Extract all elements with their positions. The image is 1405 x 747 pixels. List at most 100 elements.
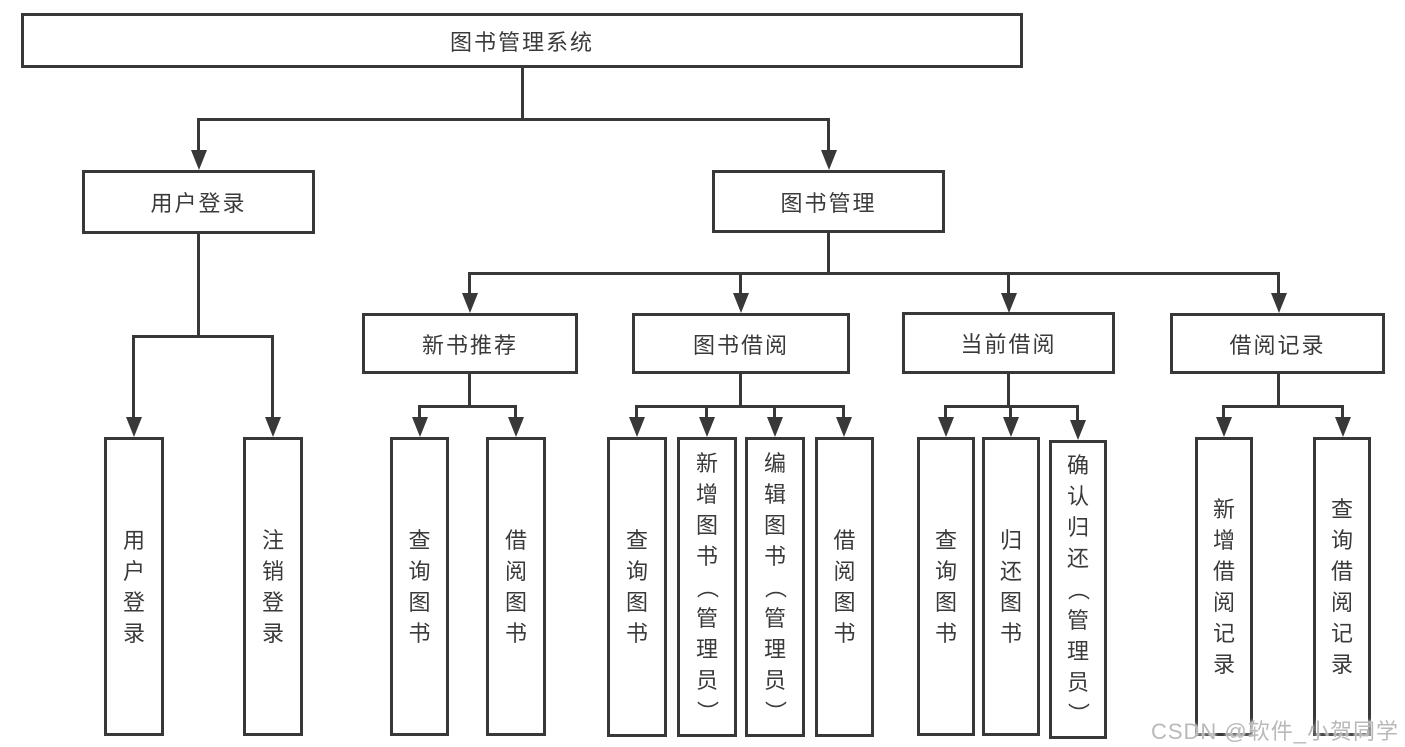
vertical-text: 编辑图书（管理员） bbox=[762, 450, 788, 723]
arrow-down-icon bbox=[125, 417, 142, 437]
arrow-down-icon bbox=[507, 417, 524, 437]
vertical-text: 查询图书 bbox=[934, 527, 957, 646]
arrow-down-icon bbox=[820, 150, 837, 170]
node-current-borrow: 当前借阅 bbox=[902, 312, 1115, 374]
vertical-text: 归还图书 bbox=[999, 527, 1022, 646]
arrow-down-icon bbox=[732, 293, 749, 313]
leaf-add-borrow-record: 新增借阅记录 bbox=[1195, 437, 1253, 736]
vertical-text: 查询借阅记录 bbox=[1330, 496, 1353, 677]
arrow-shaft bbox=[132, 335, 135, 419]
arrow-shaft bbox=[827, 118, 830, 152]
arrow-down-icon bbox=[766, 417, 783, 437]
arrow-shaft bbox=[705, 405, 708, 419]
connector-line bbox=[1222, 405, 1344, 408]
arrow-shaft bbox=[1222, 405, 1225, 419]
leaf-borrow-books-1: 借阅图书 bbox=[486, 437, 546, 736]
arrow-down-icon bbox=[190, 150, 207, 170]
connector-line bbox=[739, 373, 742, 405]
connector-line bbox=[521, 68, 524, 118]
leaf-query-books-1-label: 查询图书 bbox=[408, 525, 430, 649]
arrow-down-icon bbox=[461, 293, 478, 313]
arrow-shaft bbox=[842, 405, 845, 419]
watermark: CSDN @软件_小贺同学 bbox=[1150, 719, 1399, 744]
leaf-return-books: 归还图书 bbox=[982, 437, 1040, 736]
arrow-shaft bbox=[1277, 272, 1280, 295]
node-new-book-recommend: 新书推荐 bbox=[362, 313, 578, 374]
connector-line bbox=[197, 118, 829, 121]
leaf-query-books-3-label: 查询图书 bbox=[935, 525, 957, 649]
leaf-query-books-2: 查询图书 bbox=[607, 437, 667, 737]
arrow-down-icon bbox=[1000, 293, 1017, 313]
arrow-shaft bbox=[197, 118, 200, 152]
leaf-query-borrow-record-label: 查询借阅记录 bbox=[1331, 494, 1353, 680]
node-user-login-label: 用户登录 bbox=[150, 191, 247, 216]
vertical-text: 查询图书 bbox=[625, 528, 648, 646]
arrow-shaft bbox=[418, 405, 421, 419]
leaf-query-books-2-label: 查询图书 bbox=[626, 525, 648, 649]
vertical-text: 查询图书 bbox=[408, 527, 431, 646]
connector-line bbox=[468, 272, 1280, 275]
connector-line bbox=[635, 405, 845, 408]
node-user-login: 用户登录 bbox=[82, 170, 315, 234]
arrow-shaft bbox=[739, 272, 742, 295]
arrow-down-icon bbox=[1215, 417, 1232, 437]
vertical-text: 注销登录 bbox=[261, 527, 284, 646]
connector-line bbox=[1277, 373, 1280, 405]
arrow-shaft bbox=[271, 335, 274, 419]
vertical-text: 借阅图书 bbox=[833, 528, 856, 646]
node-current-borrow-label: 当前借阅 bbox=[960, 332, 1057, 357]
arrow-shaft bbox=[635, 405, 638, 419]
connector-line bbox=[132, 335, 274, 338]
leaf-add-books-admin-label: 新增图书（管理员） bbox=[694, 448, 720, 727]
vertical-text: 用户登录 bbox=[122, 527, 145, 646]
leaf-user-login: 用户登录 bbox=[104, 437, 164, 736]
arrow-shaft bbox=[1076, 405, 1079, 422]
arrow-down-icon bbox=[411, 417, 428, 437]
connector-line bbox=[197, 234, 200, 335]
leaf-user-login-label: 用户登录 bbox=[123, 525, 145, 649]
node-book-borrow: 图书借阅 bbox=[632, 313, 850, 374]
arrow-shaft bbox=[1007, 272, 1010, 295]
leaf-borrow-books-2-label: 借阅图书 bbox=[833, 525, 855, 649]
leaf-return-books-label: 归还图书 bbox=[1000, 525, 1022, 649]
arrow-down-icon bbox=[698, 417, 715, 437]
vertical-text: 确认归还（管理员） bbox=[1065, 453, 1091, 725]
connector-line bbox=[418, 405, 517, 408]
node-borrow-records: 借阅记录 bbox=[1170, 313, 1385, 374]
node-library-system-label: 图书管理系统 bbox=[449, 29, 594, 55]
leaf-confirm-return-admin-label: 确认归还（管理员） bbox=[1065, 450, 1091, 729]
vertical-text: 新增图书（管理员） bbox=[694, 450, 720, 723]
node-new-book-recommend-label: 新书推荐 bbox=[421, 332, 518, 358]
leaf-query-books-1: 查询图书 bbox=[390, 437, 449, 736]
arrow-shaft bbox=[1009, 405, 1012, 419]
connector-line bbox=[827, 233, 830, 272]
arrow-shaft bbox=[514, 405, 517, 419]
arrow-down-icon bbox=[1334, 417, 1351, 437]
leaf-add-borrow-record-label: 新增借阅记录 bbox=[1213, 494, 1235, 680]
leaf-borrow-books-1-label: 借阅图书 bbox=[505, 525, 527, 649]
connector-line bbox=[1007, 373, 1010, 405]
vertical-text: 新增借阅记录 bbox=[1212, 496, 1235, 677]
node-library-system: 图书管理系统 bbox=[21, 13, 1023, 68]
leaf-query-borrow-record: 查询借阅记录 bbox=[1313, 437, 1371, 736]
leaf-edit-books-admin-label: 编辑图书（管理员） bbox=[762, 448, 788, 727]
arrow-shaft bbox=[773, 405, 776, 419]
leaf-confirm-return-admin: 确认归还（管理员） bbox=[1049, 440, 1107, 739]
node-book-management-label: 图书管理 bbox=[780, 190, 877, 216]
leaf-logout: 注销登录 bbox=[243, 437, 303, 736]
arrow-shaft bbox=[468, 272, 471, 295]
arrow-down-icon bbox=[264, 417, 281, 437]
arrow-down-icon bbox=[1069, 420, 1086, 440]
node-book-borrow-label: 图书借阅 bbox=[692, 332, 789, 358]
leaf-query-books-3: 查询图书 bbox=[917, 437, 975, 736]
leaf-logout-label: 注销登录 bbox=[262, 525, 284, 649]
leaf-borrow-books-2: 借阅图书 bbox=[815, 437, 874, 737]
arrow-down-icon bbox=[628, 417, 645, 437]
leaf-edit-books-admin: 编辑图书（管理员） bbox=[745, 437, 805, 737]
arrow-down-icon bbox=[937, 417, 954, 437]
vertical-text: 借阅图书 bbox=[504, 527, 527, 646]
arrow-down-icon bbox=[1270, 293, 1287, 313]
node-borrow-records-label: 借阅记录 bbox=[1229, 332, 1326, 358]
connector-line bbox=[468, 373, 471, 405]
